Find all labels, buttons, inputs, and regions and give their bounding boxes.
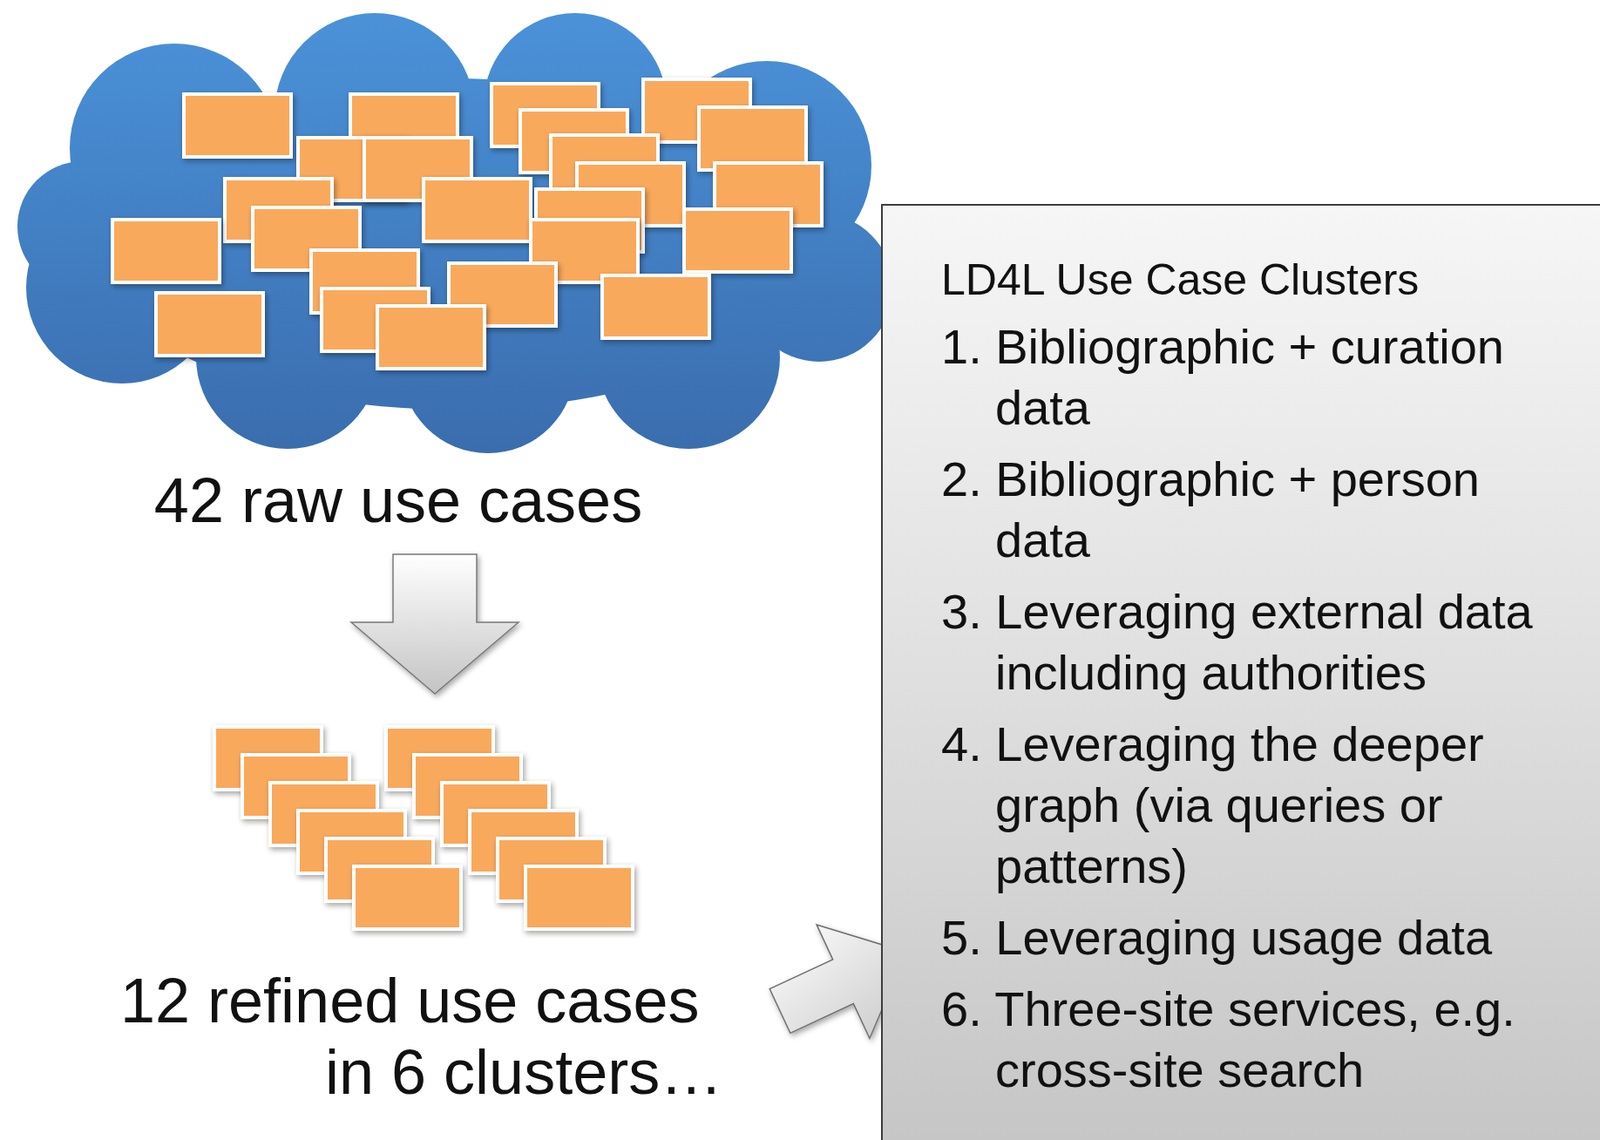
cluster-item: 6. Three-site services, e.g. cross-site … [941,978,1566,1101]
cloud-part [596,265,780,449]
use-case-card [602,275,710,339]
use-case-card [423,178,531,242]
refined-count-label: 12 refined use cases in 6 clusters… [120,964,735,1108]
down-arrow [351,554,519,694]
cluster-item: 5. Leveraging usage data [941,907,1566,969]
cluster-item: 2. Bibliographic + person data [941,448,1566,571]
use-case-card [377,305,485,369]
raw-count-label: 42 raw use cases [136,464,660,536]
use-case-card [684,209,792,272]
use-case-card [525,866,633,929]
use-case-card [353,866,462,929]
use-case-card [112,219,220,283]
use-case-card [183,94,292,157]
use-case-card [698,107,807,170]
refined-use-case-cards [214,726,633,929]
raw-use-case-cards [112,79,822,369]
clusters-panel: LD4L Use Case Clusters 1. Bibliographic +… [881,203,1600,1140]
cluster-item: 3. Leveraging external data including au… [941,581,1566,704]
panel-heading: LD4L Use Case Clusters [941,253,1566,306]
cloud-shape [17,13,894,454]
cluster-item: 1. Bibliographic + curation data [941,316,1566,439]
cluster-item: 4. Leveraging the deeper graph (via quer… [941,713,1566,897]
use-case-card [155,292,264,356]
